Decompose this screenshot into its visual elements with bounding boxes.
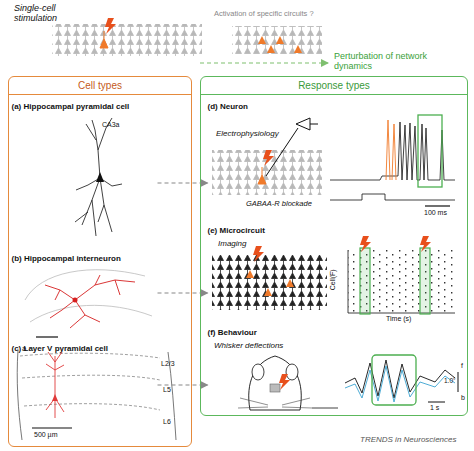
scale-bar [425,205,450,206]
whisker-trace-control [345,366,455,402]
scale-label: 1.0° [444,377,456,384]
panel-title: (d) Neuron [208,102,462,112]
panel-heading: Cell types [9,77,191,95]
panel-title: (e) Microcircuit [208,226,462,236]
cell-type-panel: (b) Hippocampal interneuron [12,254,158,342]
stimulated-neuron [100,31,108,48]
whiskers [238,398,312,408]
stimulus-bolt [420,236,431,252]
neuron-array [212,150,322,195]
mouse-ear [286,364,298,380]
region-label: CA3a [102,121,120,129]
raster-axes [348,250,455,313]
neuron-array [232,26,322,54]
activated-neurons [258,36,302,53]
highlight-box [360,248,370,314]
response-type-panel: (f) Behaviour [208,328,462,412]
outcome-caption: Perturbation of network dynamics [334,52,444,72]
journal-watermark: TRENDS in Neurosciences [360,436,456,445]
scale-label: 100 ms [424,209,447,217]
pyramidal-dendrites [75,118,122,236]
cell-type-panel: (a) Hippocampal pyramidal cell [12,102,158,252]
scale-label: 500 µm [34,431,58,439]
leader-line [312,408,338,409]
imaged-neurons [246,270,294,296]
panel-title: (f) Behaviour [208,328,462,338]
axis-label: Time (s) [386,315,411,323]
voltage-trace [330,122,455,180]
highlight-box [420,248,430,314]
hippocampus-outline [25,270,152,322]
slice-outline [17,350,176,440]
layer5-soma [52,394,58,401]
condition-label: GABAA-R blockade [246,200,312,208]
stimulus-bolt [279,374,290,390]
mouse-head [249,356,302,410]
dashed-arrow [200,62,328,63]
highlight-box [418,115,442,187]
layer-label: L6 [163,418,171,426]
method-label: Electrophysiology [216,130,279,139]
neuron-array [212,255,327,310]
stimulus-caption: Single-cell stimulation [14,4,76,24]
cranial-window [270,384,280,392]
recording-electrode [266,118,318,176]
stimulus-bolt [263,150,274,166]
recorded-neuron [258,167,266,184]
mouse-ear [252,364,264,380]
scale-bar [32,427,72,428]
panel-title: (b) Hippocampal interneuron [12,254,158,264]
highlight-box [372,355,416,405]
stimulus-bolt [253,246,264,262]
panel-title: (c) Layer V pyramidal cell [12,344,158,354]
neuron-array [52,24,202,56]
panel-letter: a [22,345,26,354]
layer-label: L2/3 [161,360,175,368]
method-label: Whisker deflections [214,342,283,351]
layer-label: L5 [163,386,171,394]
trace-label: b [461,394,465,402]
stimulus-bolt [105,18,116,34]
scale-bar [36,336,58,337]
stimulus-bolt [360,236,371,252]
trace-label: f [461,362,463,370]
interneuron-soma [73,298,78,303]
raster-plot [348,250,453,313]
axis-label: Cell(F) [329,269,337,290]
response-type-panel: (d) Neuron [208,102,462,224]
method-label: Imaging [218,240,246,249]
scale-bar [428,372,458,402]
scale-label: 1 s [430,404,439,412]
whisker-trace [345,360,455,398]
current-step [330,194,455,200]
interneuron-branches [45,275,135,328]
panel-heading: Response types [201,77,467,95]
layer-borders [20,353,160,410]
pyramidal-soma [96,172,104,182]
layer5-neuron [46,352,64,418]
evoked-spikes [386,120,396,180]
panel-title: (a) Hippocampal pyramidal cell [12,102,158,112]
question-note: Activation of specific circuits ? [214,10,344,18]
cell-type-panel: (c) Layer V pyramidal cell [12,344,158,442]
